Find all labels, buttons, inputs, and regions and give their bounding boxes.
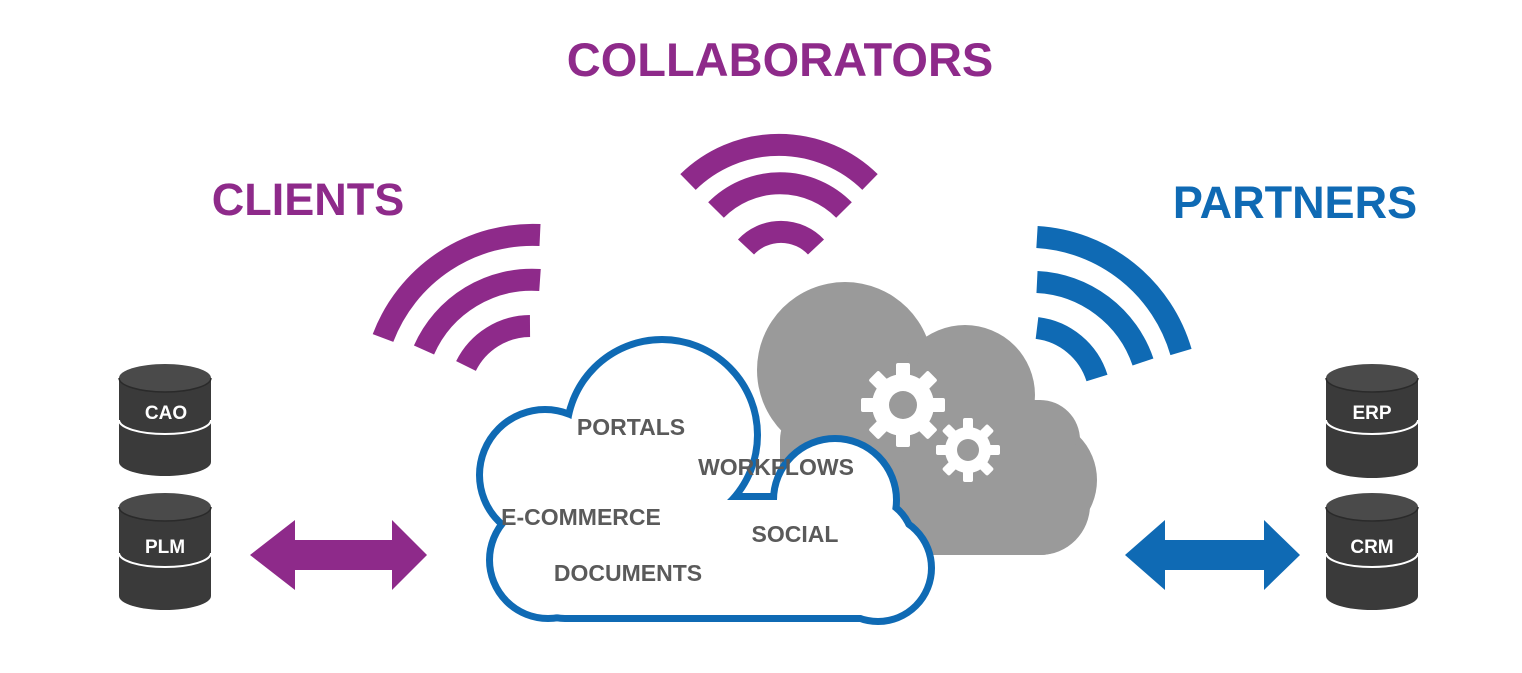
database-icon [1325,364,1419,478]
cloud-label-social: SOCIAL [752,521,839,547]
heading-collaborators: COLLABORATORS [567,33,993,86]
database-label-plm: PLM [145,537,185,558]
double-arrow-icon [250,520,427,590]
cloud-icon [476,336,935,625]
double-arrow-icon [1125,520,1300,590]
cloud-label-workflows: WORKFLOWS [698,454,854,480]
database-icon [1325,493,1419,610]
cloud-label-portals: PORTALS [577,414,685,440]
gear-icon [936,418,1000,482]
heading-clients: CLIENTS [212,174,405,225]
wifi-signal-icon [680,133,878,255]
wifi-signal-icon [1035,226,1192,382]
cloud-label-ecommerce: E-COMMERCE [501,504,661,530]
database-label-erp: ERP [1352,403,1391,424]
database-icon [118,493,212,610]
gear-icon [861,363,945,447]
cloud-label-documents: DOCUMENTS [554,560,702,586]
database-label-crm: CRM [1350,537,1393,558]
database-label-cao: CAO [145,403,187,424]
heading-partners: PARTNERS [1173,177,1417,228]
wifi-signal-icon [372,223,541,372]
database-icon [118,364,212,476]
